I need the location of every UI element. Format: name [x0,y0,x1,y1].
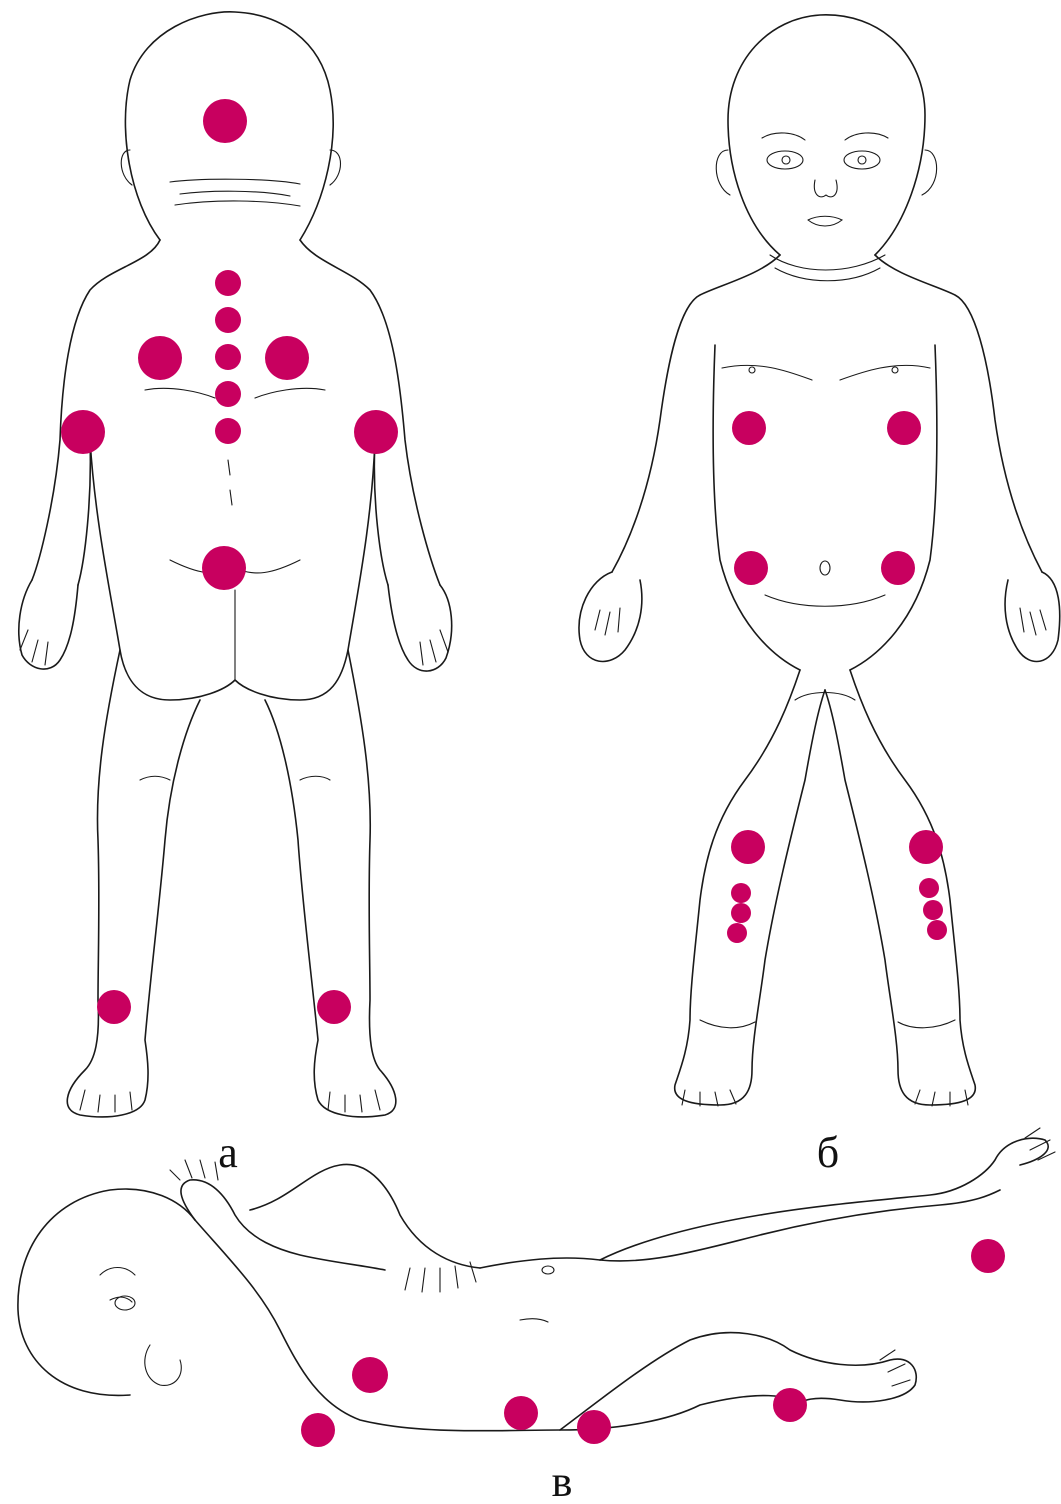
point-marker-a-2 [215,270,241,296]
point-marker-c-5 [773,1388,807,1422]
panel-label-a: а [218,1128,238,1177]
point-marker-b-3 [734,551,768,585]
point-marker-a-1 [203,99,247,143]
point-marker-b-4 [881,551,915,585]
point-marker-a-13 [317,990,351,1024]
point-marker-b-9 [727,923,747,943]
point-marker-a-9 [61,410,105,454]
point-marker-b-7 [731,883,751,903]
point-marker-a-6 [215,418,241,444]
point-marker-b-6 [909,830,943,864]
point-marker-a-7 [138,336,182,380]
point-marker-b-2 [887,411,921,445]
point-marker-a-3 [215,307,241,333]
point-marker-c-1 [352,1357,388,1393]
point-marker-b-12 [927,920,947,940]
point-marker-a-4 [215,344,241,370]
point-marker-a-10 [354,410,398,454]
panel-label-b: б [817,1128,839,1177]
point-marker-a-8 [265,336,309,380]
panel-b-front-figure [579,15,1060,1106]
point-marker-c-6 [971,1239,1005,1273]
point-marker-b-10 [919,878,939,898]
point-marker-a-12 [97,990,131,1024]
point-marker-b-8 [731,903,751,923]
point-marker-b-1 [732,411,766,445]
point-marker-a-5 [215,381,241,407]
front-head-outline [728,15,925,255]
point-marker-b-5 [731,830,765,864]
point-marker-c-4 [577,1410,611,1444]
lying-head-outline [18,1189,195,1395]
point-marker-c-3 [504,1396,538,1430]
points-layer [61,99,1005,1447]
point-marker-a-11 [202,546,246,590]
point-marker-b-11 [923,900,943,920]
panel-c-lying-figure [18,1128,1055,1431]
panel-label-c: в [552,1457,573,1504]
point-marker-c-2 [301,1413,335,1447]
